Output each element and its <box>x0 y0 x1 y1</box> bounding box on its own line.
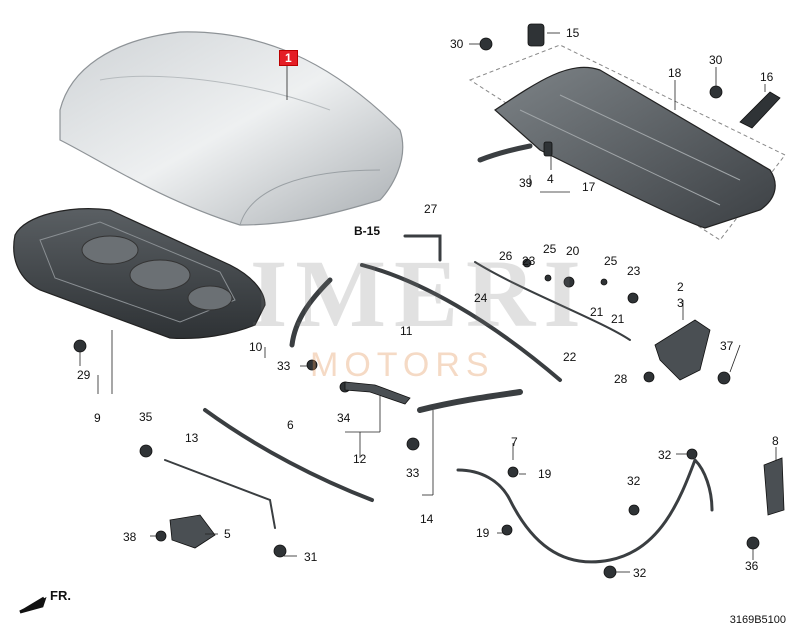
callout-13[interactable]: 13 <box>185 431 199 445</box>
seals-and-cables <box>164 143 714 564</box>
callout-24[interactable]: 24 <box>474 291 488 305</box>
callout-23b[interactable]: 23 <box>627 264 641 278</box>
leader-lines <box>79 32 777 573</box>
callout-33b[interactable]: 33 <box>406 466 420 480</box>
callout-4[interactable]: 4 <box>547 172 554 186</box>
callout-29[interactable]: 29 <box>77 368 91 382</box>
callout-16[interactable]: 16 <box>760 70 774 84</box>
callout-36[interactable]: 36 <box>745 559 759 573</box>
callout-7[interactable]: 7 <box>511 435 518 449</box>
diagram-code: 3169B5100 <box>729 614 786 626</box>
callout-31[interactable]: 31 <box>304 550 318 564</box>
callout-reference-b15[interactable]: B-15 <box>354 224 381 238</box>
callout-5[interactable]: 5 <box>224 527 231 541</box>
callout-8[interactable]: 8 <box>772 434 779 448</box>
callout-39[interactable]: 39 <box>519 176 533 190</box>
hood-panel <box>59 31 404 226</box>
cowl-top-assembly <box>468 44 786 241</box>
callout-21b[interactable]: 21 <box>611 312 625 326</box>
callout-25a[interactable]: 25 <box>543 242 557 256</box>
callout-30a[interactable]: 30 <box>450 37 464 51</box>
callout-19a[interactable]: 19 <box>538 467 552 481</box>
front-direction-label: FR. <box>50 588 71 603</box>
watermark-sub: MOTORS <box>310 346 495 384</box>
callout-25b[interactable]: 25 <box>604 254 618 268</box>
front-direction-arrow <box>19 596 47 614</box>
callout-20[interactable]: 20 <box>566 244 580 258</box>
callout-23a[interactable]: 23 <box>522 254 536 268</box>
callout-34[interactable]: 34 <box>337 411 351 425</box>
callout-32b[interactable]: 32 <box>627 474 641 488</box>
callout-15[interactable]: 15 <box>566 26 580 40</box>
callout-19b[interactable]: 19 <box>476 526 490 540</box>
callout-3[interactable]: 3 <box>677 296 684 310</box>
callout-6[interactable]: 6 <box>287 418 294 432</box>
callout-17[interactable]: 17 <box>582 180 596 194</box>
callout-11[interactable]: 11 <box>400 324 413 338</box>
callout-38[interactable]: 38 <box>123 530 137 544</box>
hood-insulator <box>13 208 266 339</box>
callout-22[interactable]: 22 <box>563 350 577 364</box>
watermark-brand: IMERI <box>250 240 589 347</box>
callout-18[interactable]: 18 <box>668 66 682 80</box>
callout-28[interactable]: 28 <box>614 372 628 386</box>
callout-27[interactable]: 27 <box>424 202 438 216</box>
callout-33a[interactable]: 33 <box>277 359 291 373</box>
callout-21a[interactable]: 21 <box>590 305 604 319</box>
callout-26[interactable]: 26 <box>499 249 513 263</box>
callout-30b[interactable]: 30 <box>709 53 723 67</box>
callout-14[interactable]: 14 <box>420 512 434 526</box>
callout-12[interactable]: 12 <box>353 452 367 466</box>
callout-32a[interactable]: 32 <box>658 448 672 462</box>
callout-37[interactable]: 37 <box>720 339 734 353</box>
callout-32c[interactable]: 32 <box>633 566 647 580</box>
callout-10[interactable]: 10 <box>249 340 263 354</box>
callout-35[interactable]: 35 <box>139 410 153 424</box>
hood-hinge-assembly <box>169 319 785 549</box>
callout-2[interactable]: 2 <box>677 280 684 294</box>
callout-9[interactable]: 9 <box>94 411 101 425</box>
callout-hood[interactable]: 1 <box>279 50 298 66</box>
